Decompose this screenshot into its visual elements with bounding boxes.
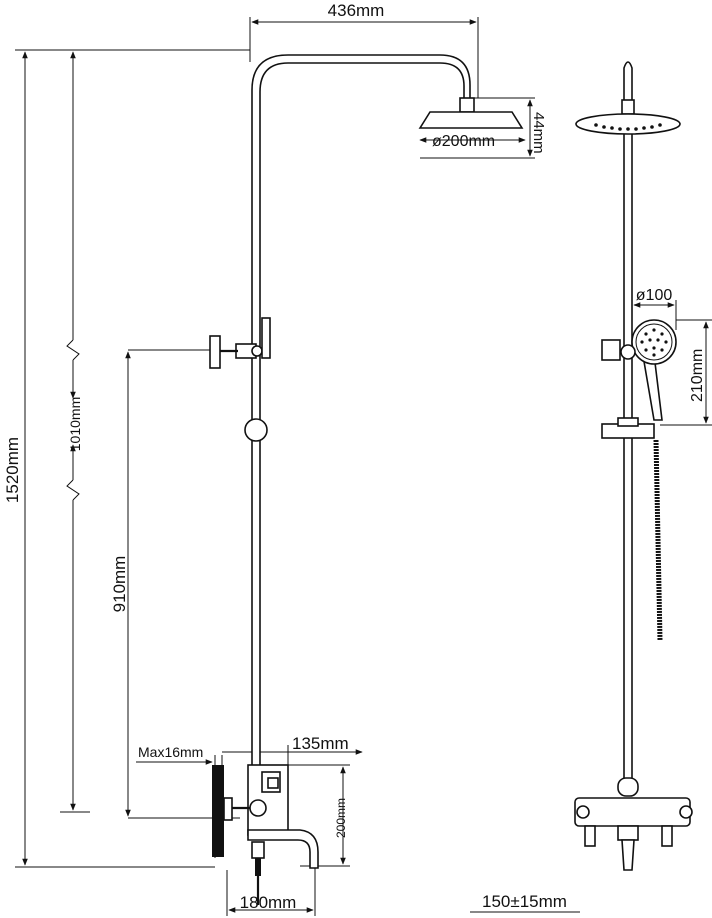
label-centers: 150±15mm [482, 892, 567, 911]
label-wall-thickness: Max16mm [138, 744, 203, 760]
hand-shower-face [631, 319, 677, 365]
label-adjust-height: 1010mm [67, 397, 83, 451]
label-hand-diameter: ø100 [636, 287, 673, 304]
label-head-reach: 436mm [328, 1, 385, 20]
shower-front-view [209, 54, 524, 905]
label-spout-height: 200mm [334, 798, 348, 838]
rain-head-front [575, 113, 681, 135]
hose [653, 439, 663, 641]
slider-knob [244, 418, 268, 442]
rain-head-nozzles [594, 123, 662, 131]
label-total-height: 1520mm [3, 437, 22, 503]
dimension-lines-side [470, 300, 712, 913]
shower-side-view [574, 61, 693, 871]
label-bottom-width: 180mm [240, 893, 297, 912]
label-hand-length: 210mm [689, 349, 706, 402]
label-mixer-height: 910mm [110, 556, 129, 613]
bath-spout [247, 829, 319, 869]
riser-pipe [251, 54, 471, 771]
rain-head-side [418, 111, 524, 129]
mixer-body [574, 797, 691, 827]
dimension-labels: 436mm ø200mm 44mm 1520mm 1010mm 910mm Ma… [3, 1, 706, 912]
hand-shower-nozzles [640, 328, 668, 357]
label-spout-depth: 135mm [292, 734, 349, 753]
label-head-diameter: ø200mm [432, 133, 495, 150]
wall-plate [212, 765, 224, 857]
label-head-thickness: 44mm [530, 112, 547, 154]
